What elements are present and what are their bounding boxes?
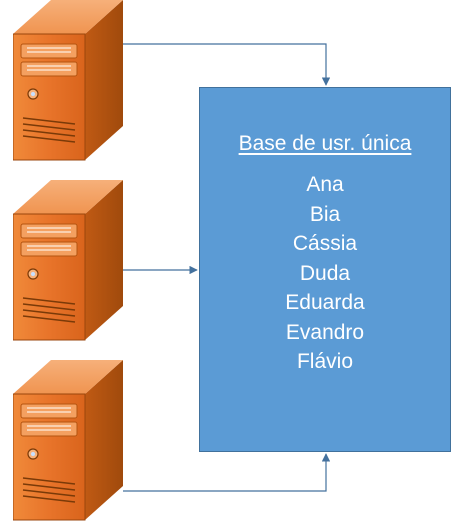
user-list: Ana Bia Cássia Duda Eduarda Evandro Fláv… (200, 170, 450, 377)
user-item: Duda (299, 261, 351, 285)
user-item: Eduarda (285, 291, 365, 314)
server-1-icon (13, 0, 123, 161)
user-item: Flávio (296, 350, 354, 373)
arrow-server-3-to-database (123, 453, 331, 492)
user-item: Cássia (292, 232, 358, 255)
database-title: Base de usr. única (238, 132, 412, 155)
user-item: Ana (306, 173, 344, 196)
arrow-server-1-to-database (123, 43, 331, 86)
server-3-icon (13, 359, 123, 521)
user-database-box: Base de usr. única Ana Bia Cássia Duda E… (199, 87, 451, 452)
user-item: Evandro (285, 320, 365, 344)
server-2-icon (13, 179, 123, 341)
user-item: Bia (309, 202, 341, 226)
